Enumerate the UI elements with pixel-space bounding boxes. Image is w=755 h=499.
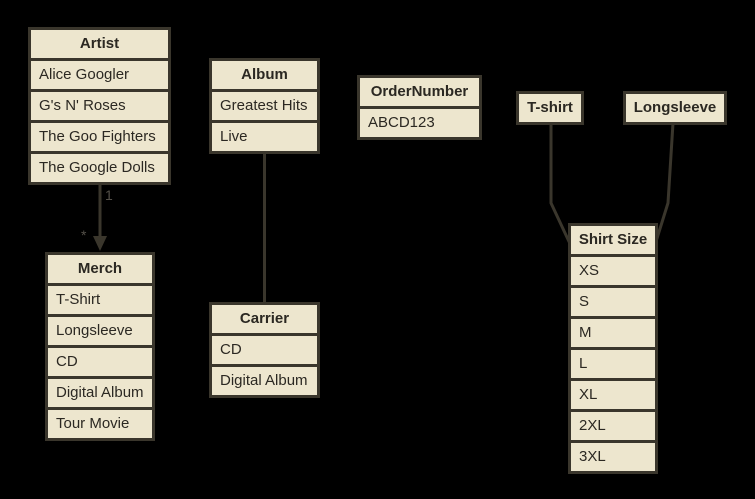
entity-album-row: Greatest Hits: [212, 92, 317, 120]
entity-shirtsize-row: 3XL: [571, 443, 655, 471]
entity-shirtsize-row: XS: [571, 257, 655, 285]
entity-shirtsize-row: S: [571, 288, 655, 316]
entity-merch-row: CD: [48, 348, 152, 376]
entity-merch-title: Merch: [48, 255, 152, 283]
entity-tshirt-title: T-shirt: [519, 94, 581, 122]
entity-artist: Artist Alice Googler G's N' Roses The Go…: [28, 27, 171, 185]
entity-carrier-row: CD: [212, 336, 317, 364]
entity-artist-row: The Goo Fighters: [31, 123, 168, 151]
entity-carrier: Carrier CD Digital Album: [209, 302, 320, 398]
entity-carrier-title: Carrier: [212, 305, 317, 333]
entity-carrier-row: Digital Album: [212, 367, 317, 395]
connector-longsleeve-shirtsize: [652, 122, 675, 249]
entity-shirtsize: Shirt Size XS S M L XL 2XL 3XL: [568, 223, 658, 474]
entity-artist-row: Alice Googler: [31, 61, 168, 89]
entity-shirtsize-title: Shirt Size: [571, 226, 655, 254]
entity-album: Album Greatest Hits Live: [209, 58, 320, 154]
entity-merch-row: Longsleeve: [48, 317, 152, 345]
entity-ordernumber: OrderNumber ABCD123: [357, 75, 482, 140]
entity-longsleeve-title: Longsleeve: [626, 94, 724, 122]
entity-merch: Merch T-Shirt Longsleeve CD Digital Albu…: [45, 252, 155, 441]
entity-tshirt: T-shirt: [516, 91, 584, 125]
entity-ordernumber-title: OrderNumber: [360, 78, 479, 106]
entity-artist-title: Artist: [31, 30, 168, 58]
multiplicity-label-one: 1: [105, 187, 113, 203]
entity-shirtsize-row: M: [571, 319, 655, 347]
entity-merch-row: T-Shirt: [48, 286, 152, 314]
connector-tshirt-shirtsize: [549, 123, 574, 249]
entity-ordernumber-row: ABCD123: [360, 109, 479, 137]
multiplicity-label-many: *: [81, 227, 87, 243]
entity-shirtsize-row: L: [571, 350, 655, 378]
entity-shirtsize-row: XL: [571, 381, 655, 409]
entity-artist-row: The Google Dolls: [31, 154, 168, 182]
entity-shirtsize-row: 2XL: [571, 412, 655, 440]
entity-album-row: Live: [212, 123, 317, 151]
entity-longsleeve: Longsleeve: [623, 91, 727, 125]
entity-artist-row: G's N' Roses: [31, 92, 168, 120]
entity-album-title: Album: [212, 61, 317, 89]
arrowhead-down-icon: [93, 236, 107, 251]
entity-merch-row: Tour Movie: [48, 410, 152, 438]
entity-merch-row: Digital Album: [48, 379, 152, 407]
